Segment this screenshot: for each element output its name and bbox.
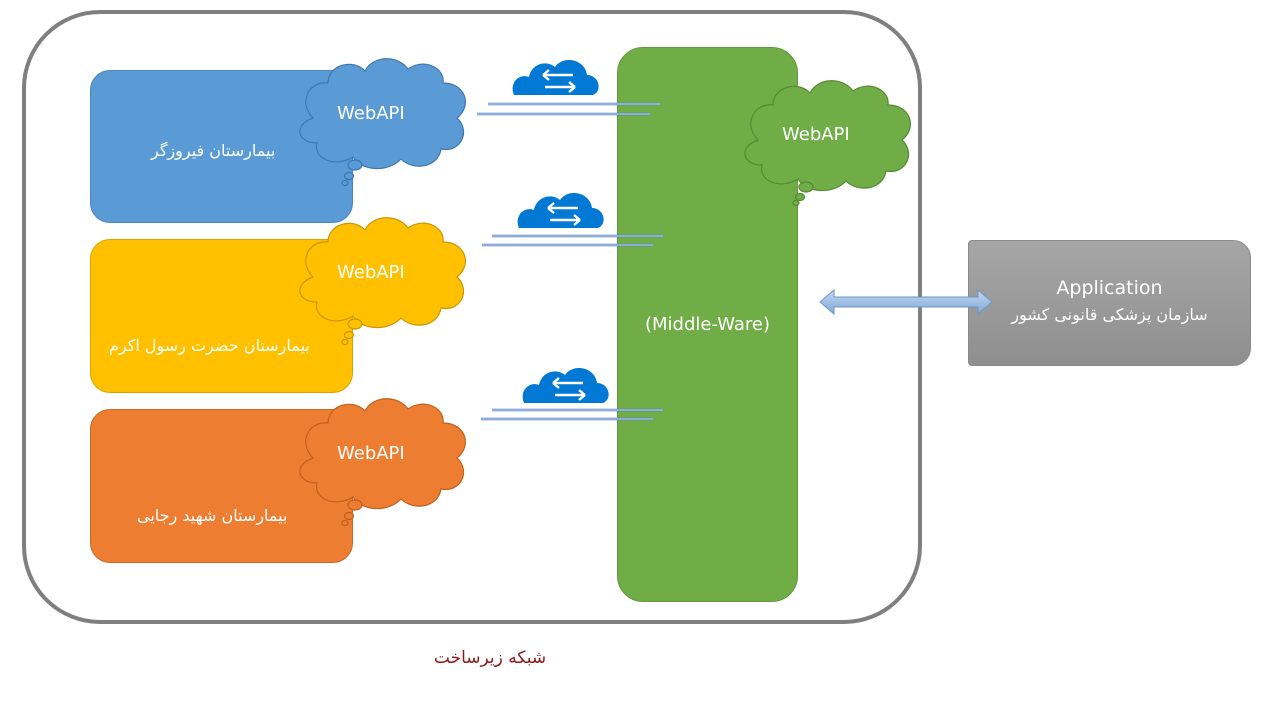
cloud-exchange-icon — [522, 368, 609, 403]
middleware-label: (Middle-Ware) — [644, 314, 771, 335]
hospital-rasool-akram-label: بیمارستان حضرت رسول اکرم — [109, 336, 310, 355]
diagram-caption: شبکه زیرساخت — [433, 648, 547, 668]
application-title: Application — [1056, 277, 1163, 299]
webapi-label-middleware: WebAPI — [782, 124, 850, 145]
webapi-label-rasool-akram: WebAPI — [337, 262, 405, 283]
webapi-label-firoozgar: WebAPI — [337, 103, 405, 124]
application-box: Application سازمان پزشکی قانونی کشور — [968, 240, 1251, 366]
webapi-cloud-icon — [744, 80, 912, 207]
webapi-label-shahid-rajaei: WebAPI — [337, 443, 405, 464]
infrastructure-network-boundary — [22, 10, 922, 624]
cloud-exchange-icon — [517, 193, 604, 228]
webapi-cloud-icon — [299, 398, 467, 527]
hospital-shahid-rajaei-label: بیمارستان شهید رجایی — [137, 506, 288, 525]
cloud-exchange-icon — [512, 60, 599, 95]
hospital-firoozgar-label: بیمارستان فیروزگر — [151, 141, 276, 160]
double-arrow-icon — [819, 288, 993, 316]
webapi-cloud-icon — [299, 58, 467, 187]
hospital-rasool-akram-box: بیمارستان حضرت رسول اکرم — [90, 239, 353, 393]
webapi-cloud-icon — [299, 217, 467, 346]
application-subtitle: سازمان پزشکی قانونی کشور — [1011, 305, 1208, 324]
